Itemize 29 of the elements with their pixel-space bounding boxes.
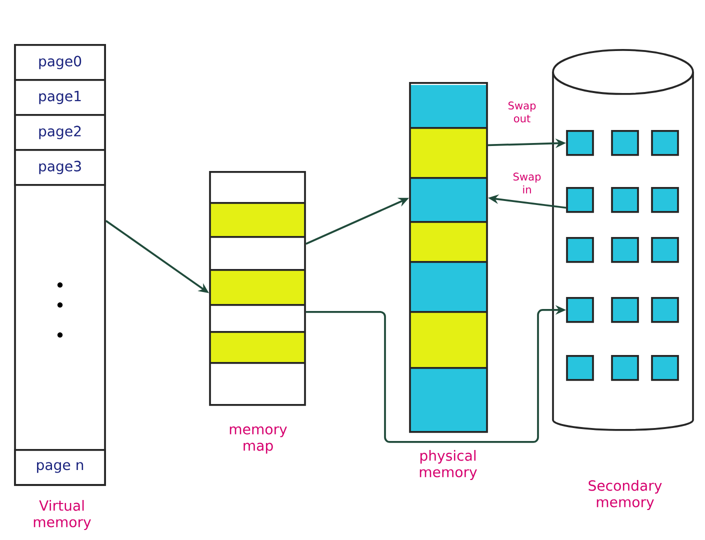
node-label: memory map (230, 426, 287, 454)
storage-block (651, 187, 679, 213)
storage-block (566, 355, 594, 381)
node-label: Virtual memory (34, 500, 91, 530)
page-cell: page0 (14, 44, 106, 81)
storage-block (611, 355, 639, 381)
memory-map-table: memory map (209, 171, 306, 454)
node-label: Secondary memory (588, 480, 662, 510)
edge-label: Swap in (506, 171, 548, 195)
storage-block (651, 297, 679, 323)
storage-block (566, 187, 594, 213)
page-cell: page n (14, 449, 106, 486)
page-cell: page3 (14, 149, 106, 186)
storage-block (611, 187, 639, 213)
node-label: physical memory (420, 450, 477, 480)
storage-block (566, 130, 594, 156)
storage-block (611, 297, 639, 323)
storage-block (611, 237, 639, 263)
page-cell: page1 (14, 79, 106, 116)
storage-block (651, 355, 679, 381)
storage-block (566, 297, 594, 323)
storage-block (611, 130, 639, 156)
disk-cylinder: Secondary memory (552, 49, 694, 510)
storage-block (566, 237, 594, 263)
storage-block (651, 237, 679, 263)
edge-label: Swap out (500, 100, 544, 124)
page-cell: page2 (14, 114, 106, 151)
storage-block (651, 130, 679, 156)
memory-column: physical memory (409, 82, 488, 480)
